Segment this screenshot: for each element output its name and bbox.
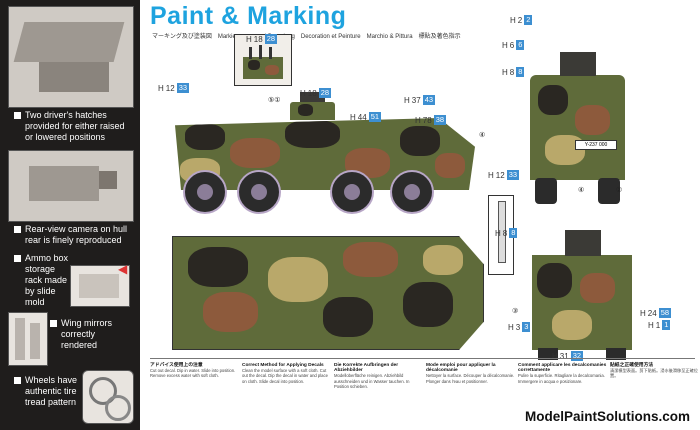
rear-tire-right (606, 348, 626, 360)
rear-tire-left (538, 348, 558, 360)
bullet-icon (14, 377, 21, 384)
feature-caption-camera: Rear-view camera on hull rear is finely … (14, 224, 134, 246)
front-tire-right (598, 178, 620, 204)
front-turret (560, 52, 596, 76)
license-plate: Y-237 000 (575, 140, 617, 150)
wheel (237, 170, 281, 214)
callout-marker: ⑤① (268, 97, 281, 104)
wheel (390, 170, 434, 214)
wheel (183, 170, 227, 214)
note-column: Comment applicare les decalcomanies corr… (518, 363, 607, 384)
note-column: Die Korrekte Aufbringen der Abziehbilder… (334, 363, 410, 389)
bullet-icon (14, 226, 21, 233)
callout-marker: ④ (578, 187, 585, 194)
feature-caption-ammo: Ammo box storage rack made by slide mold (14, 253, 74, 308)
mirror-parts-illustration (8, 312, 48, 366)
feature-caption-wheels: Wheels have authentic tire tread pattern (14, 375, 82, 408)
page-title: Paint & Marking (150, 2, 347, 30)
front-view-hull (530, 75, 625, 180)
arrow-right-icon: ◀ (118, 262, 128, 276)
language-subtitles: マーキング及び塗装図 Markierungen und Bemalung Dec… (152, 34, 461, 40)
rear-view-hull (532, 255, 632, 350)
bullet-icon (50, 320, 57, 327)
feature-caption-hatches: Two driver's hatches provided for either… (14, 110, 134, 143)
hatch-photo (8, 6, 134, 108)
top-view-hull (172, 236, 484, 350)
caption-text: Two driver's hatches provided for either… (25, 110, 125, 142)
wheel-tread-illustration (82, 370, 134, 424)
remote-weapon-station (300, 92, 325, 102)
rear-turret (565, 230, 601, 256)
caption-text: Wheels have authentic tire tread pattern (25, 375, 78, 407)
caption-text: Ammo box storage rack made by slide mold (25, 253, 69, 307)
ammo-rack-illustration (70, 265, 130, 307)
feature-sidebar: Two driver's hatches provided for either… (0, 0, 140, 430)
callout-marker: ③ (512, 308, 519, 315)
note-column: 貼紙之正確使用方法清潔模型表面。剪下貼紙。浸水後滑移至正確位置。 (610, 363, 698, 379)
caption-text: Wing mirrors correctly rendered (61, 318, 112, 350)
bullet-icon (14, 255, 21, 262)
feature-caption-mirrors: Wing mirrors correctly rendered (50, 318, 132, 351)
rear-camera-photo (8, 150, 134, 222)
watermark: ModelPaintSolutions.com (524, 409, 690, 424)
front-tire-left (535, 178, 557, 204)
caption-text: Rear-view camera on hull rear is finely … (25, 224, 128, 245)
callout-marker: ② (616, 187, 623, 194)
turret-inset (234, 34, 292, 86)
wheel (330, 170, 374, 214)
side-view-turret (290, 102, 335, 120)
callout-marker: ④ (479, 132, 486, 139)
bullet-icon (14, 112, 21, 119)
note-column: Mode emploi pour appliquer la décalcoman… (426, 363, 515, 384)
